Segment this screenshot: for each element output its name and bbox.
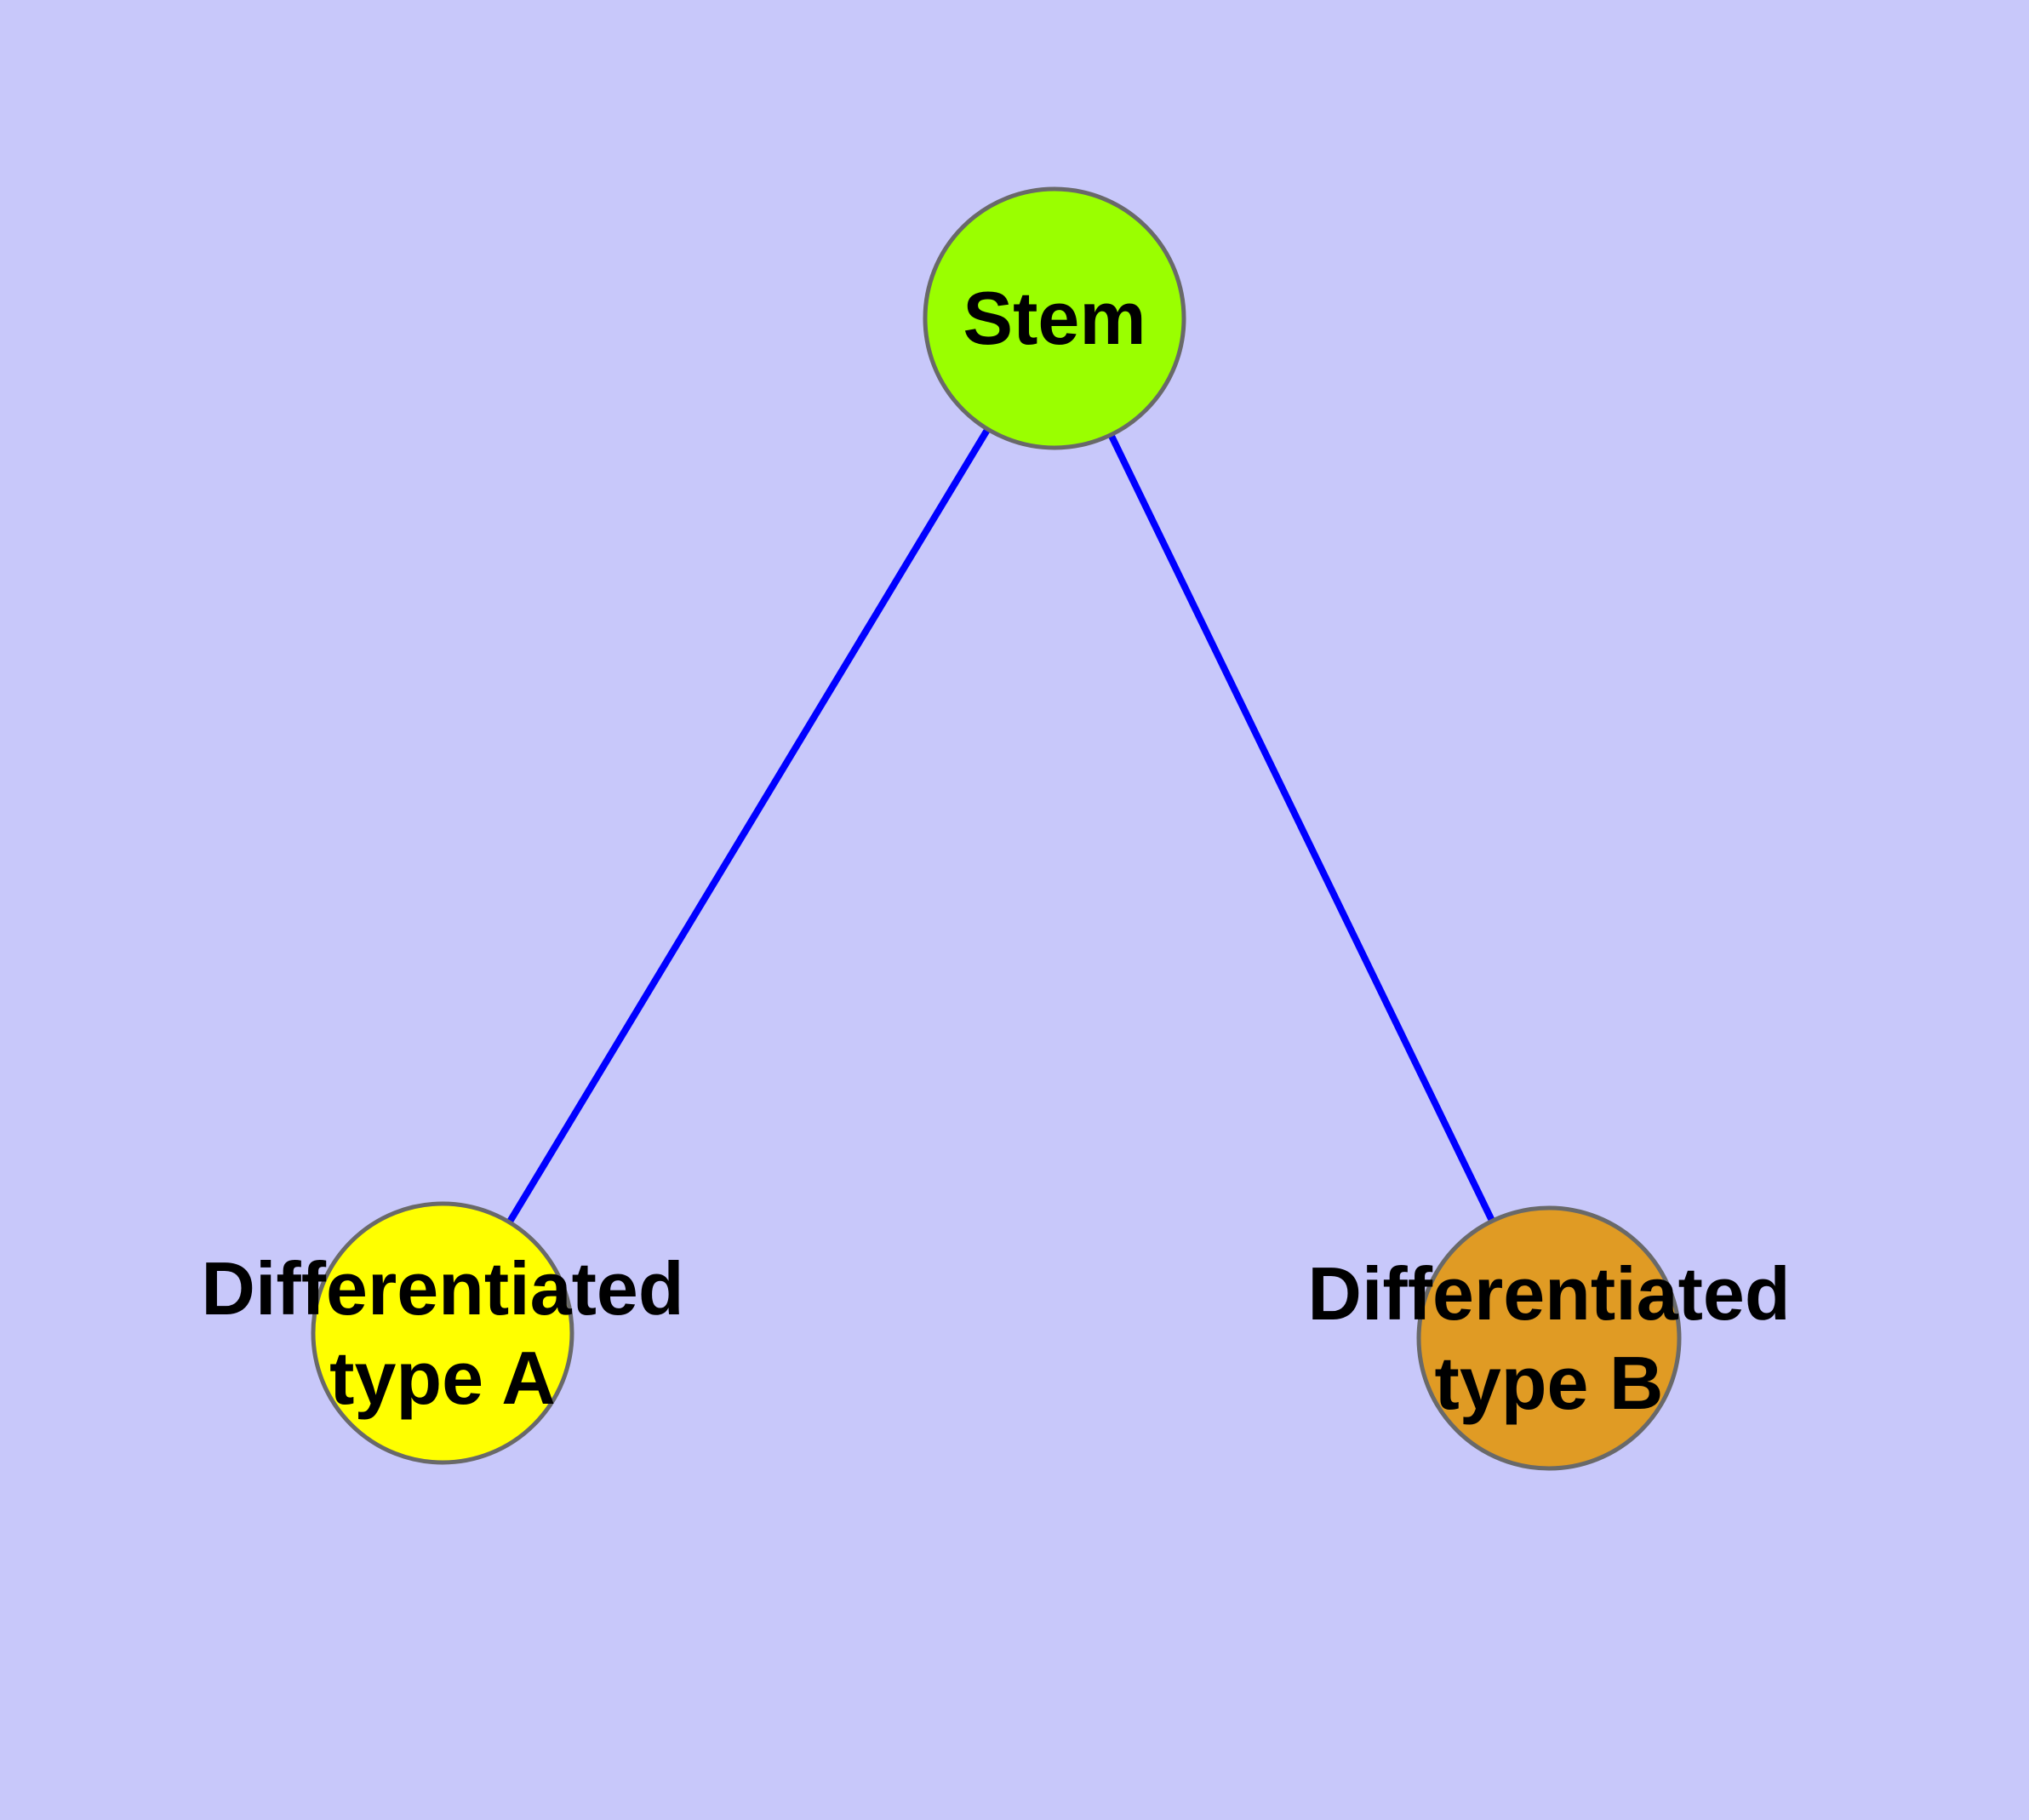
node-stem[interactable] (923, 186, 1186, 450)
edge-layer (506, 427, 1495, 1224)
edge-stem-to-differentiated-type-b[interactable] (1107, 433, 1495, 1223)
node-layer (311, 186, 1682, 1471)
node-differentiated-type-a[interactable] (311, 1201, 574, 1465)
edge-stem-to-differentiated-type-a[interactable] (506, 427, 991, 1224)
node-differentiated-type-b[interactable] (1416, 1205, 1682, 1471)
